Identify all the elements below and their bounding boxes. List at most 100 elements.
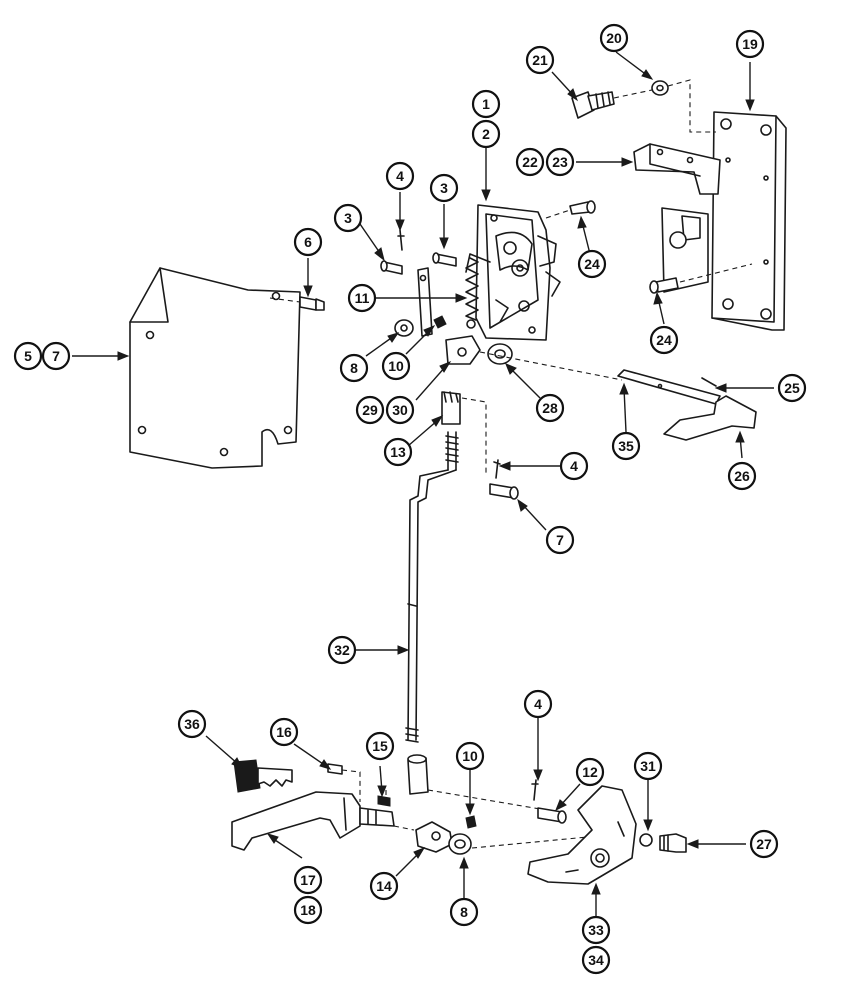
callout-12: 12 xyxy=(575,757,605,787)
callout-35: 35 xyxy=(611,431,641,461)
bushing-28 xyxy=(487,343,513,365)
callout-32-label: 32 xyxy=(334,642,350,658)
striker-screw xyxy=(649,263,753,294)
callout-7-left-label: 7 xyxy=(52,348,60,364)
callout-22-label: 22 xyxy=(522,154,538,170)
callout-7-middle: 7 xyxy=(545,525,575,555)
striker-bolt xyxy=(661,207,709,293)
rod-coupler-13 xyxy=(441,391,461,425)
set-screw-upper xyxy=(433,315,447,329)
callout-11-label: 11 xyxy=(355,290,370,306)
roll-pin-25 xyxy=(701,377,717,387)
callout-33: 33 xyxy=(581,915,611,945)
callout-2-label: 2 xyxy=(482,126,490,142)
callout-33-label: 33 xyxy=(588,922,604,938)
cotter-pin-upper xyxy=(397,229,405,251)
callout-29-label: 29 xyxy=(362,402,378,418)
callout-32: 32 xyxy=(327,635,357,665)
callout-17-label: 17 xyxy=(300,872,316,888)
callout-24-upper-label: 24 xyxy=(584,256,600,272)
callout-24-lower-label: 24 xyxy=(656,332,672,348)
axis-upper-pin xyxy=(461,397,487,476)
callout-23: 23 xyxy=(545,147,575,177)
callout-16-label: 16 xyxy=(276,724,292,740)
callout-5-label: 5 xyxy=(24,348,32,364)
callout-18-label: 18 xyxy=(300,902,316,918)
callout-25-label: 25 xyxy=(784,380,800,396)
callout-27: 27 xyxy=(749,829,779,859)
callout-7-left: 7 xyxy=(41,341,71,371)
callout-6: 6 xyxy=(293,227,323,257)
callout-4-middle-label: 4 xyxy=(570,458,578,474)
callout-3-left: 3 xyxy=(333,203,363,233)
callout-11: 11 xyxy=(347,283,377,313)
callout-27-label: 27 xyxy=(756,836,772,852)
pin-12 xyxy=(537,807,567,824)
callout-6-label: 6 xyxy=(304,234,312,250)
outside-handle xyxy=(231,791,361,851)
callout-13: 13 xyxy=(383,437,413,467)
callout-14-label: 14 xyxy=(376,878,392,894)
striker-plate xyxy=(711,111,787,331)
callout-24-upper: 24 xyxy=(577,249,607,279)
callout-14: 14 xyxy=(369,871,399,901)
callout-29: 29 xyxy=(355,395,385,425)
callout-4-lower: 4 xyxy=(523,689,553,719)
callout-17: 17 xyxy=(293,865,323,895)
cotter-pin-middle xyxy=(493,459,501,479)
callout-10-lower-label: 10 xyxy=(462,748,478,764)
actuating-rod xyxy=(405,431,459,743)
callout-31-label: 31 xyxy=(640,758,656,774)
leader-lines xyxy=(72,51,774,916)
callout-30: 30 xyxy=(385,395,415,425)
callout-10-upper: 10 xyxy=(381,351,411,381)
axis-to-handle xyxy=(479,351,623,381)
latch-screw-upper xyxy=(545,200,596,219)
callout-10-upper-label: 10 xyxy=(388,358,404,374)
callout-1-label: 1 xyxy=(482,96,490,112)
link-bar xyxy=(417,267,433,337)
callout-24-lower: 24 xyxy=(649,325,679,355)
callout-3-right-label: 3 xyxy=(440,180,448,196)
cotter-pin-lower xyxy=(531,779,539,801)
inside-handle xyxy=(663,395,757,441)
callout-25: 25 xyxy=(777,373,807,403)
callout-36-label: 36 xyxy=(184,716,200,732)
latch-spring xyxy=(465,257,479,329)
callout-23-label: 23 xyxy=(552,154,568,170)
callout-8-lower-label: 8 xyxy=(460,904,468,920)
callout-7-middle-label: 7 xyxy=(556,532,564,548)
clevis-pin-7 xyxy=(489,483,519,500)
cover-screw xyxy=(269,296,325,311)
callout-28-label: 28 xyxy=(542,400,558,416)
callout-34: 34 xyxy=(581,945,611,975)
callout-1: 1 xyxy=(471,89,501,119)
axis-bushing-lower xyxy=(471,835,599,849)
callout-36: 36 xyxy=(177,709,207,739)
callout-3-left-label: 3 xyxy=(344,210,352,226)
screw-16 xyxy=(327,763,343,775)
clevis xyxy=(445,335,481,365)
callout-4-middle: 4 xyxy=(559,451,589,481)
callout-18: 18 xyxy=(293,895,323,925)
washer-20 xyxy=(651,80,669,96)
axis-cam xyxy=(393,825,415,831)
callout-15-label: 15 xyxy=(372,738,388,754)
set-screw-lower xyxy=(465,815,477,829)
callout-8-upper-label: 8 xyxy=(350,360,358,376)
axis-coupler xyxy=(427,789,547,811)
washer-31 xyxy=(639,833,653,847)
callout-12-label: 12 xyxy=(582,764,598,780)
cover-plate xyxy=(129,267,301,469)
callout-31: 31 xyxy=(633,751,663,781)
callout-21-label: 21 xyxy=(532,52,548,68)
callout-8-lower: 8 xyxy=(449,897,479,927)
bolt-21 xyxy=(571,91,615,119)
callout-20-label: 20 xyxy=(606,30,622,46)
key xyxy=(233,759,293,793)
bolt-27 xyxy=(659,833,687,853)
callout-22: 22 xyxy=(515,147,545,177)
axis-bolt-21 xyxy=(613,89,653,99)
callout-20: 20 xyxy=(599,23,629,53)
